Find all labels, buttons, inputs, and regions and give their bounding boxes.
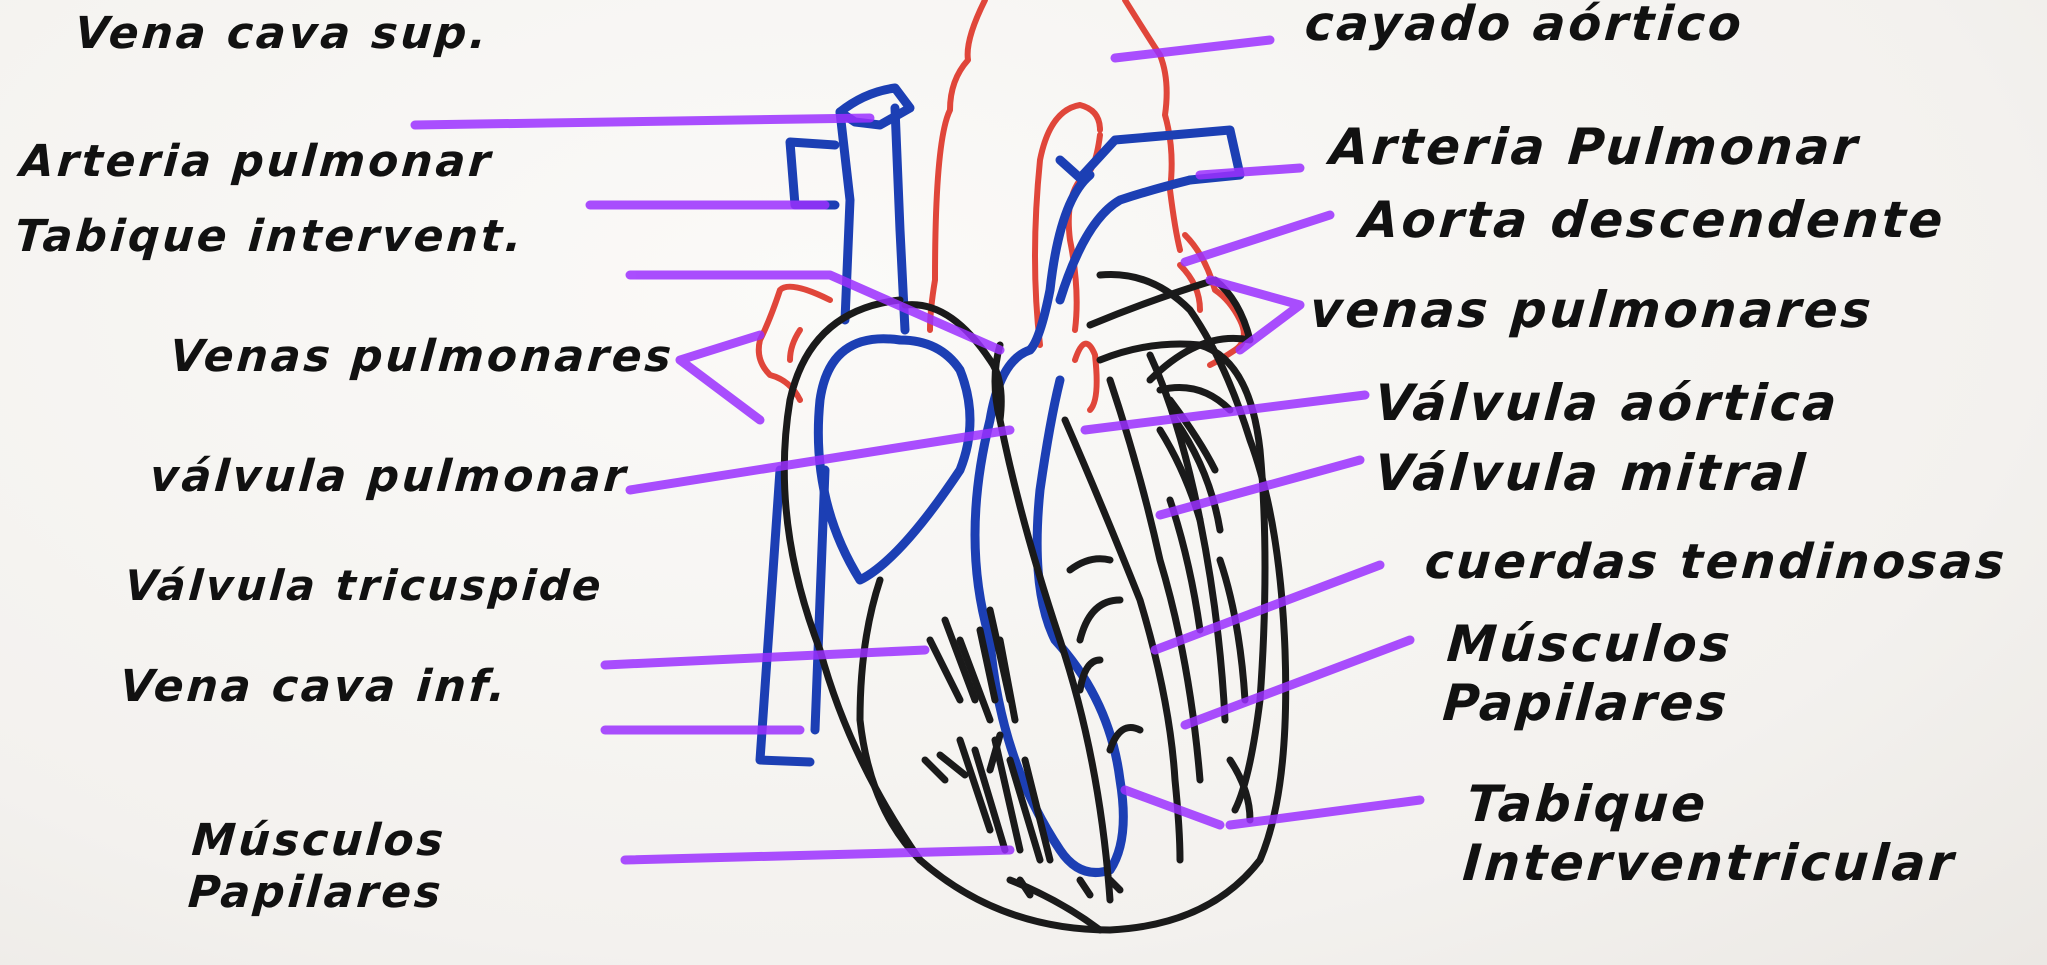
label-musculos-papilares-right: Músculos Papilares [1441,615,1736,733]
label-arteria-pulmonar-left: Arteria pulmonar [18,140,494,184]
aortic-arch-left [930,0,985,330]
label-cuerdas-tendinosas: cuerdas tendinosas [1423,538,2008,586]
label-tabique-interventr-left: Tabique intervent. [13,215,526,259]
label-aorta-descendente: Aorta descendente [1358,195,1947,245]
leader-cayado [1115,40,1270,58]
leader-venas-pulmonares-left [680,335,760,420]
label-arteria-pulmonar-right: Arteria Pulmonar [1328,122,1862,172]
label-tabique-interventricular-right: Tabique Interventricular [1461,775,1963,893]
aortic-arch-right [1125,0,1180,250]
label-valvula-pulmonar: válvula pulmonar [148,455,629,499]
leader-lines [415,40,1420,860]
label-vena-cava-inf: Vena cava inf. [118,665,509,709]
label-valvula-mitral: Válvula mitral [1373,448,1809,498]
label-venas-pulmonares-left: Venas pulmonares [168,335,675,379]
leader-arteria-pulmonar-right [1200,168,1300,175]
leader-bottom-left [625,850,1010,860]
label-valvula-tricuspide: Válvula tricuspide [124,565,606,607]
svc-side-tab [790,142,835,205]
pulmonary-vein-left-red-2 [790,330,800,360]
ivc-tube-right [815,470,825,730]
rv-lower [860,580,920,860]
label-musculos-papilares-left: Músculos Papilares [186,815,448,919]
heart-outline [784,274,1285,930]
aortic-valve-red [1075,344,1097,410]
chordae-group-2 [960,740,1050,860]
label-vena-cava-sup: Vena cava sup. [73,12,490,56]
leader-valvula-aortica [1085,395,1365,430]
svc-tube-left [840,112,850,320]
label-venas-pulmonares-right: venas pulmonares [1308,285,1875,335]
leader-aorta-descendente [1185,215,1330,262]
label-valvula-aortica: Válvula aórtica [1373,378,1841,428]
leader-vena-cava-sup [415,118,870,125]
lv-chordae [1160,420,1245,700]
label-cayado-aortico: cayado aórtico [1303,0,1745,48]
